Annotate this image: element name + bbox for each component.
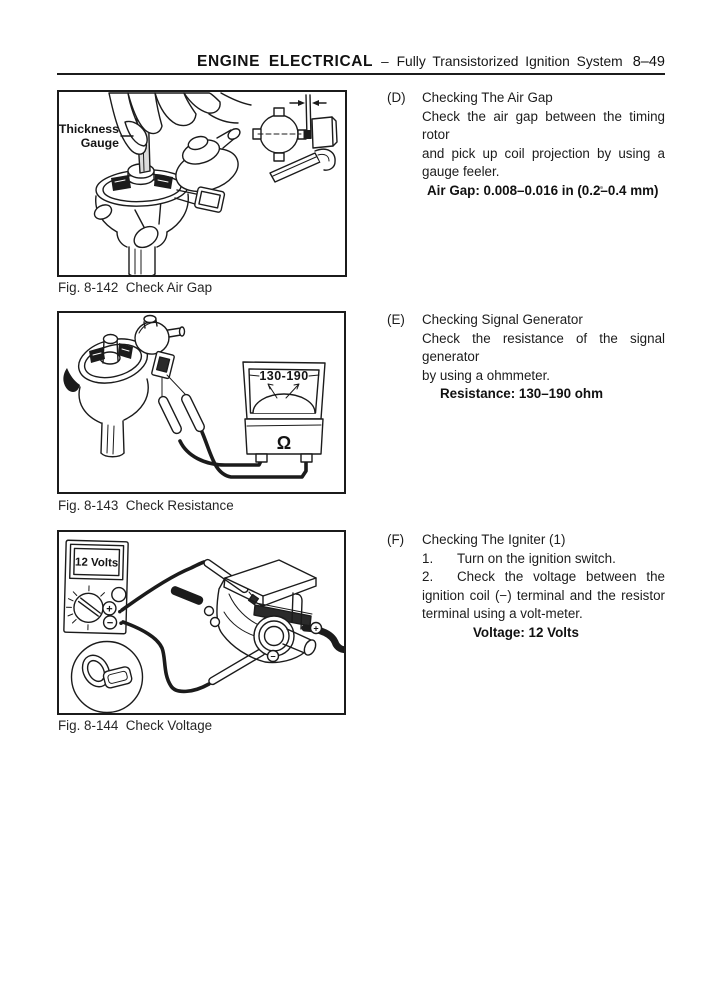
text-line: by using a ohmmeter. xyxy=(422,367,551,383)
plus-terminal-label: + xyxy=(106,603,113,615)
section-e-title: Checking Signal Generator xyxy=(422,312,583,327)
label-thickness: Thickness xyxy=(59,122,119,136)
figure-box-resistance: 130-190 Ω xyxy=(57,311,346,494)
meter-reading-text: 130-190 xyxy=(259,369,308,383)
section-d-body: Check the air gap between the timing rot… xyxy=(422,108,665,182)
page-header: ENGINE ELECTRICAL – Fully Transistorized… xyxy=(197,53,623,71)
thickness-gauge-label: Thickness Gauge xyxy=(59,122,134,150)
section-d-title: Checking The Air Gap xyxy=(422,90,553,105)
step-1-number: 1. xyxy=(422,550,434,566)
step-1-text: Turn on the ignition switch. xyxy=(422,550,665,569)
text-line: Check the air gap between the timing rot… xyxy=(422,108,665,143)
page-number: 8–49 xyxy=(632,54,665,70)
test-lead-wire xyxy=(200,430,308,479)
figure-caption-8-144: Fig. 8-144 Check Voltage xyxy=(58,718,213,733)
voltmeter-drawing: 12 Volts + − xyxy=(63,539,129,635)
header-dash: – xyxy=(381,54,389,69)
text-line: Check the voltage between the xyxy=(457,569,665,585)
meter-reading-text: 12 Volts xyxy=(75,556,119,569)
section-d-label: (D) xyxy=(387,90,406,105)
selector-knob xyxy=(73,592,104,624)
scan-speckle xyxy=(600,186,603,189)
spec-voltage: Voltage: 12 Volts xyxy=(473,624,579,640)
resistance-illustration: 130-190 Ω xyxy=(63,314,326,479)
coil-minus-label: − xyxy=(270,652,275,662)
distributor-drawing xyxy=(93,128,241,275)
figure-box-air-gap: Thickness Gauge xyxy=(57,90,347,277)
spec-resistance: Resistance: 130–190 ohm xyxy=(440,386,604,402)
figure-box-voltage: 12 Volts + − xyxy=(57,530,346,715)
engine-drawing: + − xyxy=(170,559,344,664)
test-lead-wire xyxy=(120,560,206,612)
section-f: (F) Checking The Igniter (1) 1. Turn on … xyxy=(387,531,665,643)
text-line: ignition coil (−) terminal and the resis… xyxy=(422,587,665,603)
step-2-text: Check the voltage between the ignition co… xyxy=(422,568,665,624)
header-subtitle: Fully Transistorized Ignition System xyxy=(396,54,623,69)
header-section-title: ENGINE ELECTRICAL xyxy=(197,53,374,70)
figure-caption-8-143: Fig. 8-143 Check Resistance xyxy=(58,498,234,513)
section-e: (E) Checking Signal Generator Check the … xyxy=(387,311,665,404)
test-lead-wire xyxy=(178,439,263,467)
voltage-illustration: 12 Volts + − xyxy=(63,539,344,713)
test-probes xyxy=(158,374,308,479)
test-lead-wire xyxy=(121,620,211,694)
text-line: Check the resistance of the signal gener… xyxy=(422,330,665,365)
section-d: (D) Checking The Air Gap Check the air g… xyxy=(387,89,665,201)
section-f-label: (F) xyxy=(387,532,405,547)
figure-caption-8-142: Fig. 8-142 Check Air Gap xyxy=(58,280,213,295)
section-e-body: Check the resistance of the signal gener… xyxy=(422,330,665,386)
air-gap-illustration: Thickness Gauge xyxy=(59,92,338,275)
minus-terminal-label: − xyxy=(107,617,114,629)
section-f-title: Checking The Igniter (1) xyxy=(422,532,566,547)
text-line: and pick up coil projection by using a xyxy=(422,145,665,161)
ohm-symbol: Ω xyxy=(277,433,291,453)
spec-air-gap: Air Gap: 0.008–0.016 in (0.2–0.4 mm) xyxy=(427,182,659,198)
rotor-gap-inset xyxy=(252,94,338,183)
hand-drawing xyxy=(108,92,252,155)
ignition-key-inset xyxy=(70,640,144,713)
step-1: 1. Turn on the ignition switch. xyxy=(387,550,665,569)
text-line: terminal using a volt-meter. xyxy=(422,606,583,622)
text-line: gauge feeler. xyxy=(422,164,500,180)
text-line: Turn on the ignition switch. xyxy=(457,550,616,566)
step-2: 2. Check the voltage between the ignition… xyxy=(387,568,665,624)
label-gauge: Gauge xyxy=(81,136,119,150)
distributor-drawing xyxy=(63,314,186,458)
ohmmeter-drawing: 130-190 Ω xyxy=(242,361,326,463)
section-e-label: (E) xyxy=(387,312,405,327)
step-2-number: 2. xyxy=(422,569,434,585)
header-rule xyxy=(57,73,665,76)
coil-plus-label: + xyxy=(313,624,318,634)
